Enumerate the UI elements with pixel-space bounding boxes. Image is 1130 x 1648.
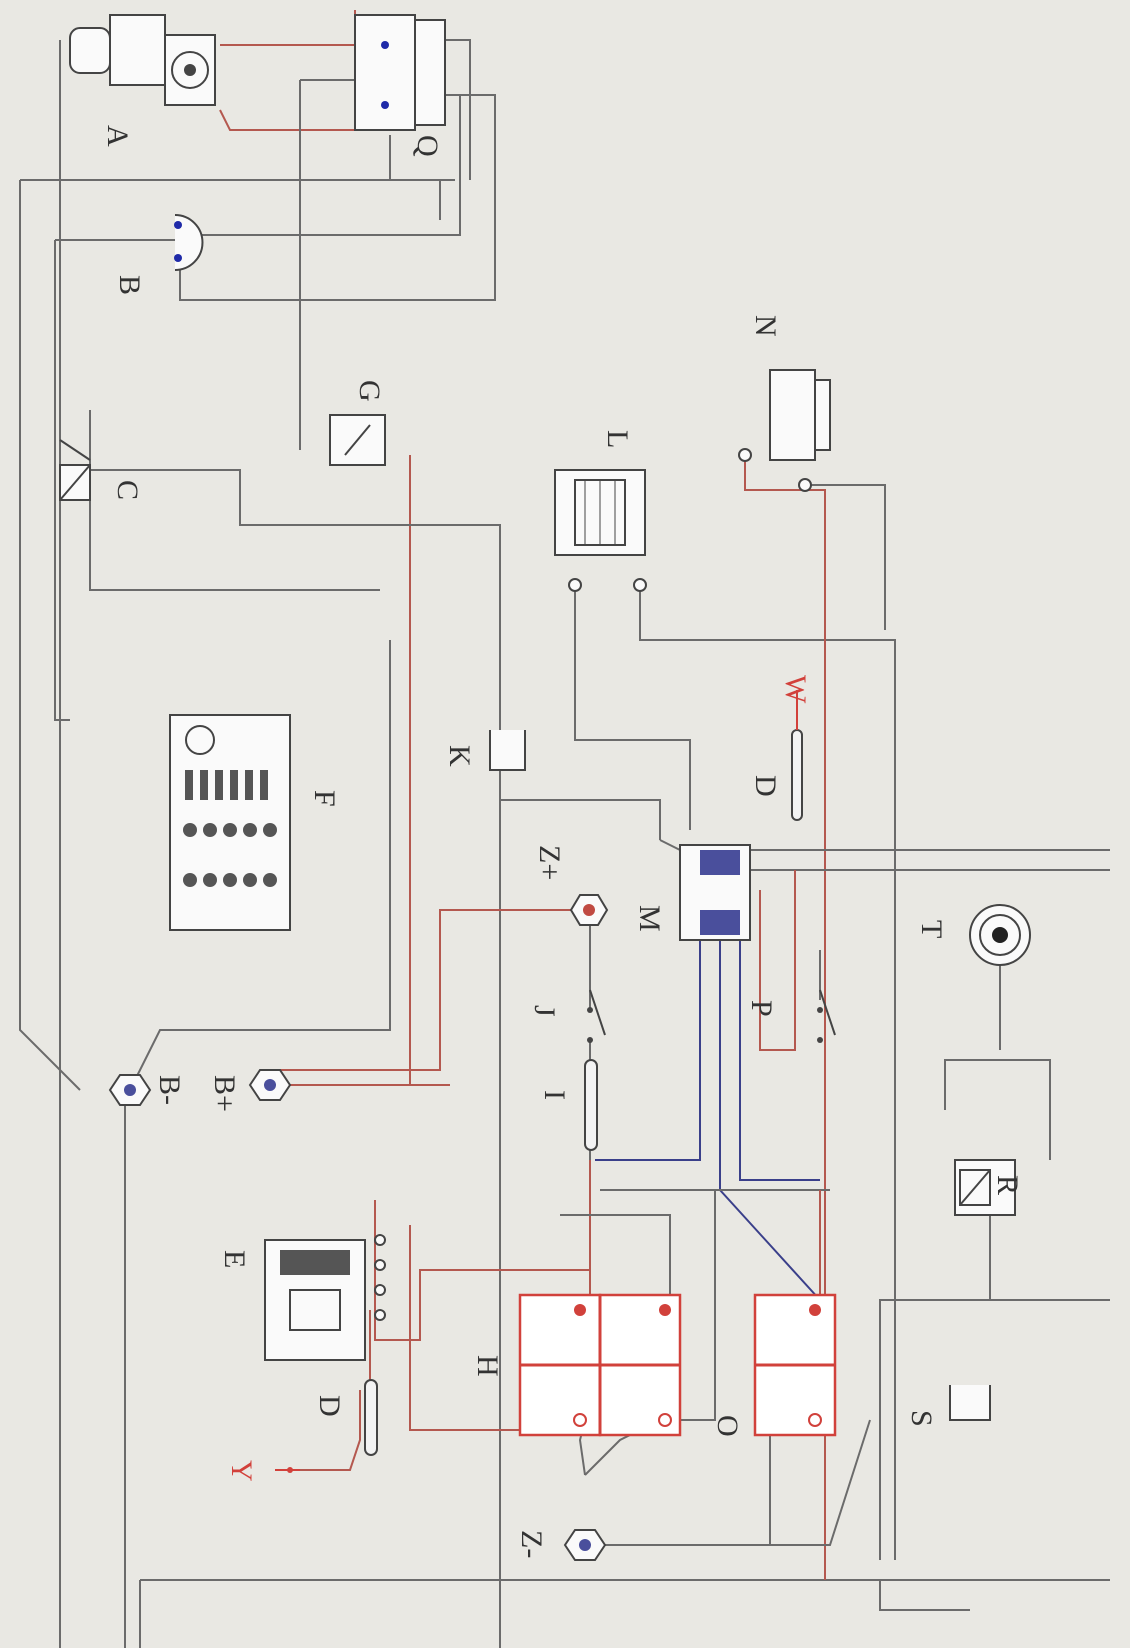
label-a: A — [101, 125, 134, 147]
label-r: R — [991, 1175, 1024, 1195]
label-p: P — [745, 1000, 778, 1017]
label-t: T — [915, 920, 948, 938]
fuse-d-bottom-icon — [364, 1379, 378, 1456]
indicator-w-icon — [791, 690, 803, 821]
relay-r-icon — [954, 1159, 1016, 1216]
label-b-minus: B- — [153, 1075, 186, 1105]
label-h: H — [471, 1355, 504, 1377]
label-f: F — [308, 790, 341, 807]
label-c: C — [111, 480, 144, 500]
label-q: Q — [411, 135, 444, 157]
regulator-e-icon — [264, 1234, 386, 1361]
label-e: E — [218, 1250, 251, 1268]
fuse-i-icon — [584, 1059, 598, 1151]
label-z-minus: Z- — [515, 1530, 548, 1558]
instrument-panel-icon — [169, 714, 291, 931]
label-o: O — [711, 1415, 744, 1437]
relay-c-icon — [59, 439, 91, 501]
alternator-icon — [554, 469, 647, 592]
label-j: J — [528, 1005, 561, 1017]
label-n: N — [749, 315, 782, 337]
battery-o-icon — [753, 1293, 837, 1437]
lead-y-icon — [275, 1467, 300, 1473]
component-labels: A Q B N G C L F K W D Z+ M J P T B- B+ I… — [101, 125, 1024, 1558]
label-k: K — [443, 745, 476, 767]
battery-h-icon — [518, 1293, 682, 1437]
switch-k-icon — [489, 730, 526, 771]
connector-block-m-icon — [679, 844, 751, 941]
label-m: M — [633, 905, 666, 932]
horn-icon — [969, 904, 1031, 966]
sender-n-icon — [738, 369, 831, 492]
terminal-z-plus-icon — [569, 894, 609, 926]
label-b-plus: B+ — [208, 1075, 241, 1112]
label-w: W — [779, 675, 812, 704]
fuse-box-g-icon — [329, 414, 386, 466]
starter-motor-icon — [69, 14, 216, 106]
terminal-b-minus-icon — [108, 1074, 152, 1106]
label-y: Y — [225, 1460, 258, 1482]
label-d-top: D — [749, 775, 782, 797]
switch-p-icon — [817, 989, 836, 1043]
terminal-b-plus-icon — [248, 1069, 292, 1101]
round-connector-icon — [174, 214, 204, 271]
terminal-z-minus-icon — [563, 1529, 607, 1561]
label-d-bottom: D — [313, 1395, 346, 1417]
label-b: B — [113, 275, 146, 295]
label-g: G — [353, 380, 386, 402]
label-l: L — [601, 430, 634, 448]
switch-s-icon — [949, 1385, 991, 1421]
switch-j-icon — [587, 989, 606, 1043]
label-s: S — [905, 1410, 938, 1427]
label-i: I — [538, 1090, 571, 1100]
label-z-plus: Z+ — [533, 845, 566, 880]
solenoid-block-icon — [354, 14, 446, 131]
